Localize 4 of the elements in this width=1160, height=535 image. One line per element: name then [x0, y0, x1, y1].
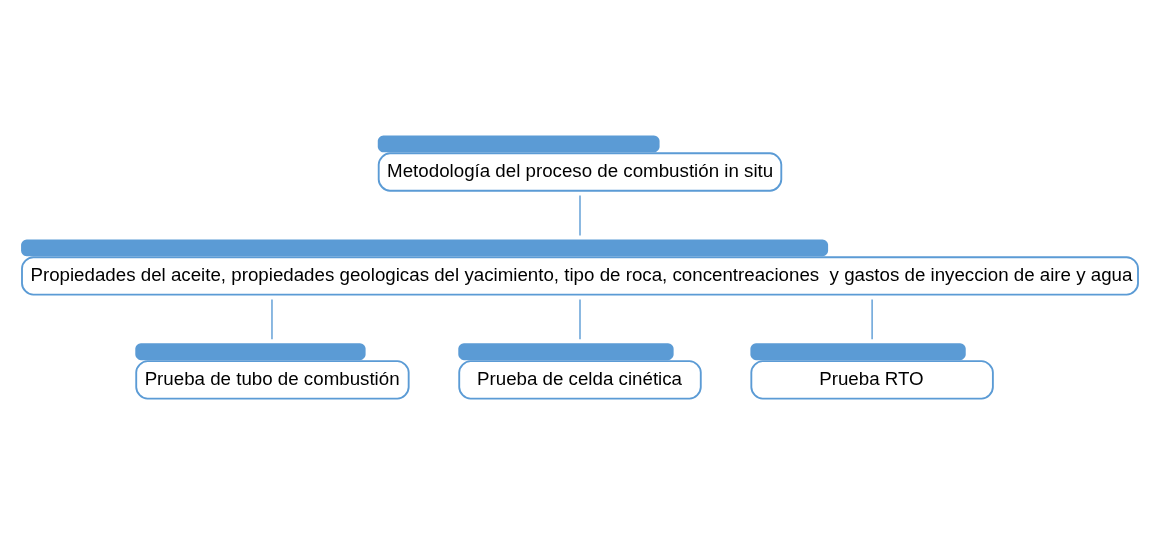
connector — [579, 194, 581, 237]
connector — [271, 298, 273, 340]
connector — [579, 298, 581, 340]
connector — [871, 298, 873, 340]
